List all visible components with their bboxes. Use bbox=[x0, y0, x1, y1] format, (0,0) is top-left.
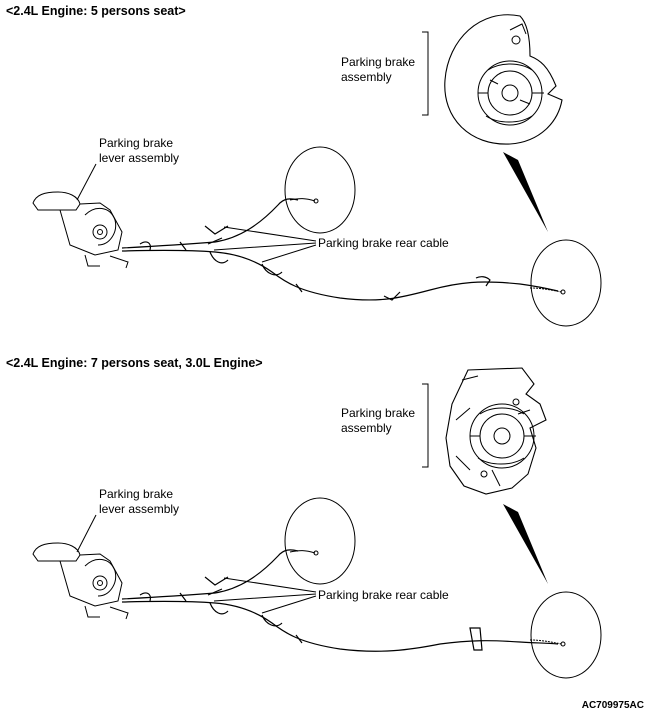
detail-circle-rear bbox=[530, 591, 602, 679]
brake-assembly-drawing bbox=[445, 367, 547, 495]
panel-2-brake-assembly-label: Parking brake assembly bbox=[341, 406, 416, 435]
panel-1-brake-assembly-label: Parking brake assembly bbox=[341, 55, 416, 84]
rear-cables bbox=[121, 549, 559, 652]
panel-2-lever-assembly-label: Parking brake lever assembly bbox=[99, 487, 180, 516]
zoom-pointer bbox=[503, 504, 548, 584]
zoom-pointer bbox=[503, 152, 548, 232]
rear-cables bbox=[121, 198, 559, 301]
detail-circle-front bbox=[284, 497, 356, 585]
panel-2-heading: <2.4L Engine: 7 persons seat, 3.0L Engin… bbox=[6, 356, 263, 370]
figure-id: AC709975AC bbox=[581, 700, 644, 711]
panel-1-heading: <2.4L Engine: 5 persons seat> bbox=[6, 4, 186, 18]
panel-1-lever-assembly-label: Parking brake lever assembly bbox=[99, 136, 180, 165]
lever-leader bbox=[76, 514, 97, 553]
panel-1-rear-cable-label: Parking brake rear cable bbox=[318, 236, 449, 250]
lever-assembly-drawing bbox=[32, 191, 129, 269]
lever-assembly-drawing bbox=[32, 542, 129, 620]
cable-leader bbox=[213, 226, 317, 263]
lever-leader bbox=[76, 163, 97, 201]
brake-assembly-bracket bbox=[422, 31, 429, 116]
detail-circle-front bbox=[284, 146, 356, 234]
panel-1-illustration bbox=[32, 14, 602, 327]
brake-assembly-drawing bbox=[444, 14, 563, 145]
detail-circle-rear bbox=[530, 239, 602, 327]
brake-assembly-bracket bbox=[422, 383, 429, 468]
cable-leader bbox=[213, 577, 317, 614]
panel-2-illustration bbox=[32, 367, 602, 679]
panel-2-rear-cable-label: Parking brake rear cable bbox=[318, 588, 449, 602]
